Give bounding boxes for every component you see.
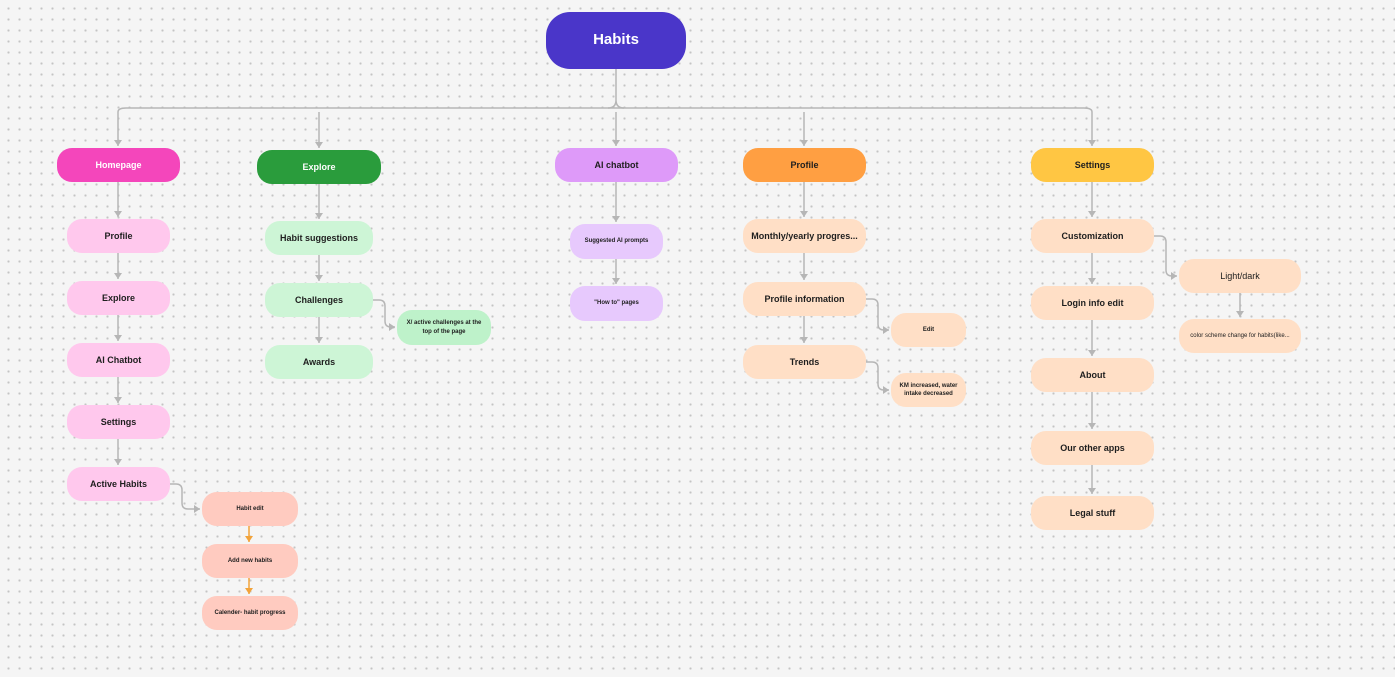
settings-item-legal-stuff[interactable]: Legal stuff bbox=[1031, 496, 1154, 530]
arrowhead bbox=[1088, 423, 1096, 429]
arrowhead bbox=[1088, 488, 1096, 494]
settings-item-about[interactable]: About bbox=[1031, 358, 1154, 392]
arrowhead bbox=[800, 337, 808, 343]
settings-item-login-info-edit[interactable]: Login info edit bbox=[1031, 286, 1154, 320]
arrowhead bbox=[114, 397, 122, 403]
customization-child-color-scheme[interactable]: color scheme change for habits(like... bbox=[1179, 319, 1301, 353]
arrowhead bbox=[245, 536, 253, 542]
customization-child-light-dark[interactable]: Light/dark bbox=[1179, 259, 1301, 293]
arrowhead bbox=[1236, 311, 1244, 317]
root-bus-join bbox=[607, 99, 625, 109]
arrowhead bbox=[315, 213, 323, 219]
ai-item-how-to-pages[interactable]: "How to" pages bbox=[570, 286, 663, 321]
homepage-item-active-habits[interactable]: Active Habits bbox=[67, 467, 170, 501]
profile-item-trends[interactable]: Trends bbox=[743, 345, 866, 379]
active-habits-child-calendar-progress[interactable]: Calender- habit progress bbox=[202, 596, 298, 630]
arrowhead bbox=[612, 216, 620, 222]
arrowhead bbox=[194, 505, 200, 513]
explore-item-habit-suggestions[interactable]: Habit suggestions bbox=[265, 221, 373, 255]
category-settings[interactable]: Settings bbox=[1031, 148, 1154, 182]
arrowhead bbox=[800, 274, 808, 280]
connector-line-24 bbox=[1154, 235, 1177, 277]
trends-note[interactable]: KM increased, water intake decreased bbox=[891, 373, 966, 407]
profile-information-note-edit[interactable]: Edit bbox=[891, 313, 966, 347]
settings-item-customization[interactable]: Customization bbox=[1031, 219, 1154, 253]
category-profile[interactable]: Profile bbox=[743, 148, 866, 182]
arrowhead bbox=[883, 386, 889, 394]
root-bus bbox=[117, 107, 1093, 113]
arrowhead bbox=[245, 588, 253, 594]
ai-item-suggested-prompts[interactable]: Suggested AI prompts bbox=[570, 224, 663, 259]
root-node-habits[interactable]: Habits bbox=[546, 12, 686, 69]
arrowhead bbox=[114, 335, 122, 341]
settings-item-our-other-apps[interactable]: Our other apps bbox=[1031, 431, 1154, 465]
arrowhead bbox=[1088, 211, 1096, 217]
arrowhead bbox=[114, 459, 122, 465]
explore-item-challenges[interactable]: Challenges bbox=[265, 283, 373, 317]
arrowhead bbox=[1088, 278, 1096, 284]
connector-line-18 bbox=[866, 361, 889, 391]
arrowhead bbox=[1088, 140, 1096, 146]
arrowhead bbox=[315, 142, 323, 148]
arrowhead bbox=[800, 211, 808, 217]
homepage-item-settings[interactable]: Settings bbox=[67, 405, 170, 439]
homepage-item-ai-chatbot[interactable]: AI Chatbot bbox=[67, 343, 170, 377]
connector-line-11 bbox=[373, 299, 395, 328]
homepage-item-explore[interactable]: Explore bbox=[67, 281, 170, 315]
arrowhead bbox=[883, 326, 889, 334]
arrowhead bbox=[114, 273, 122, 279]
arrowhead bbox=[612, 278, 620, 284]
active-habits-child-habit-edit[interactable]: Habit edit bbox=[202, 492, 298, 526]
arrowhead bbox=[612, 140, 620, 146]
homepage-item-profile[interactable]: Profile bbox=[67, 219, 170, 253]
arrowhead bbox=[114, 140, 122, 146]
category-explore[interactable]: Explore bbox=[257, 150, 381, 184]
arrowhead bbox=[315, 275, 323, 281]
explore-item-awards[interactable]: Awards bbox=[265, 345, 373, 379]
connector-line-17 bbox=[866, 298, 889, 331]
arrowhead bbox=[1088, 350, 1096, 356]
arrowhead bbox=[114, 211, 122, 217]
category-ai-chatbot[interactable]: AI chatbot bbox=[555, 148, 678, 182]
connector-line-5 bbox=[170, 483, 200, 510]
arrowhead bbox=[389, 323, 395, 331]
arrowhead bbox=[315, 337, 323, 343]
profile-item-profile-information[interactable]: Profile information bbox=[743, 282, 866, 316]
profile-item-monthly-yearly-progress[interactable]: Monthly/yearly progres... bbox=[743, 219, 866, 253]
arrowhead bbox=[800, 140, 808, 146]
category-homepage[interactable]: Homepage bbox=[57, 148, 180, 182]
challenges-note[interactable]: X/ active challenges at the top of the p… bbox=[397, 310, 491, 345]
active-habits-child-add-new-habits[interactable]: Add new habits bbox=[202, 544, 298, 578]
arrowhead bbox=[1171, 272, 1177, 280]
